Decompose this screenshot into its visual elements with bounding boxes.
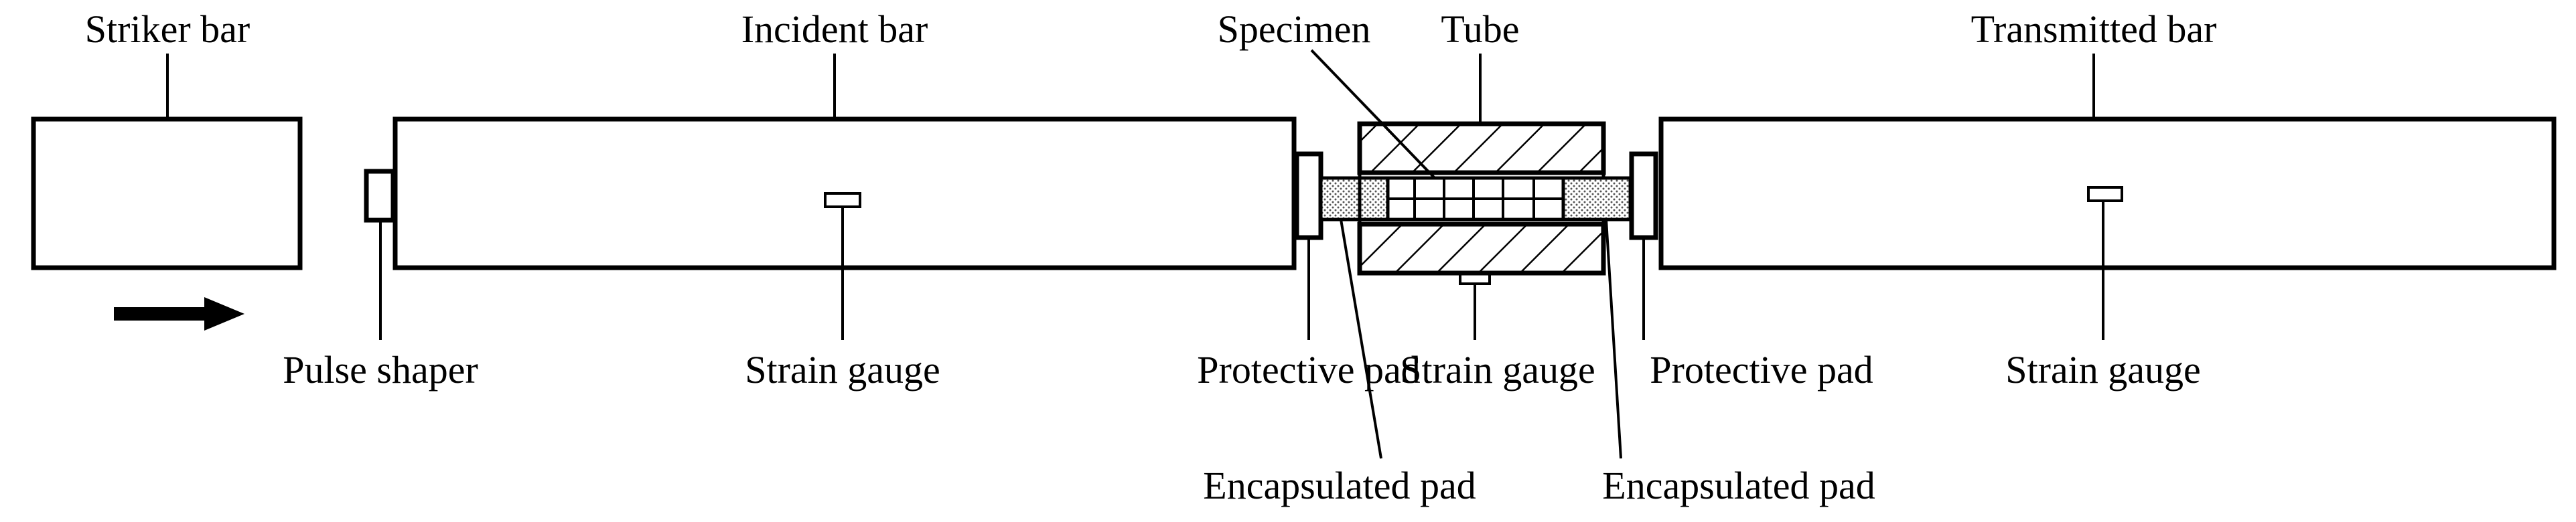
striker-bar	[31, 116, 303, 270]
encapsulated-pad-right	[1561, 176, 1632, 222]
specimen-label: Specimen	[1218, 7, 1371, 51]
strain-gauge-transmitted	[2087, 186, 2123, 202]
encapsulated-pad-left-label: Encapsulated pad	[1203, 464, 1476, 507]
transmitted-bar-label: Transmitted bar	[1971, 7, 2217, 51]
specimen	[1386, 176, 1565, 222]
protective-pad-right-label: Protective pad	[1650, 348, 1873, 392]
encapsulated-pad-right-leader	[1605, 219, 1622, 459]
protective-pad-right	[1629, 151, 1658, 240]
strain-gauge-incident-label: Strain gauge	[745, 348, 940, 392]
protective-pad-left-label: Protective pad	[1197, 348, 1420, 392]
pulse-shaper-label: Pulse shaper	[283, 348, 478, 392]
pulse-shaper	[364, 169, 396, 223]
specimen-leader	[1310, 49, 1436, 179]
strain-gauge-tube-label: Strain gauge	[1400, 348, 1595, 392]
tube	[1357, 121, 1606, 276]
transmitted-bar	[1658, 116, 2557, 270]
encapsulated-pad-right-label: Encapsulated pad	[1602, 464, 1875, 507]
protective-pad-left	[1294, 151, 1323, 240]
tube-label: Tube	[1441, 7, 1519, 51]
striker-bar-label: Striker bar	[85, 7, 250, 51]
strain-gauge-transmitted-label: Strain gauge	[2005, 348, 2201, 392]
right-arrow-icon	[114, 297, 244, 331]
incident-bar-label: Incident bar	[741, 7, 928, 51]
encapsulated-pad-left	[1319, 176, 1390, 222]
encapsulated-pad-left-leader	[1340, 219, 1382, 459]
